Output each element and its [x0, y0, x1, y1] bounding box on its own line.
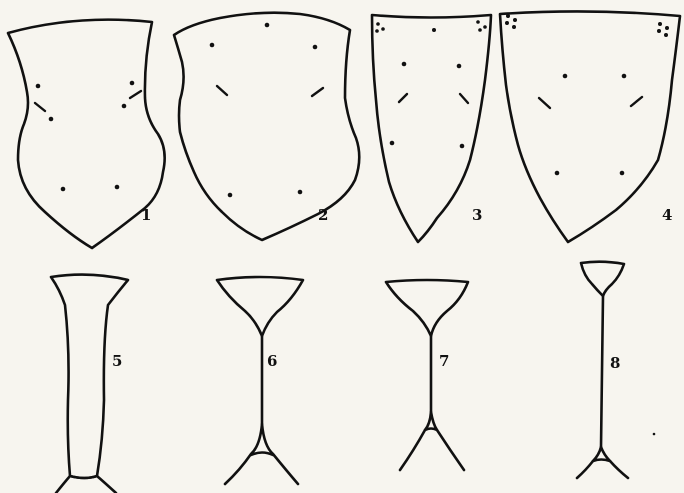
- figure-4-label: 4: [662, 206, 672, 224]
- figure-7-base: [400, 412, 464, 470]
- figure-1-label: 1: [141, 206, 151, 224]
- figure-3: 3: [372, 15, 491, 242]
- figure-6: 6: [217, 277, 303, 484]
- figure-8-base: [577, 447, 628, 478]
- figure-6-label: 6: [267, 352, 277, 370]
- figure-7-label: 7: [439, 352, 449, 370]
- figure-8-label: 8: [610, 354, 620, 372]
- figure-2-outline: [174, 13, 359, 240]
- figure-4-outline: [500, 11, 680, 242]
- figure-5-label: 5: [112, 352, 122, 370]
- figure-7: 7: [386, 280, 468, 470]
- figure-1: 1: [8, 20, 165, 248]
- figure-8-head: [581, 262, 624, 296]
- figure-5: 5: [51, 275, 128, 493]
- figure-6-head: [217, 277, 303, 336]
- figure-5-outline: [51, 275, 128, 478]
- figure-5-base: [56, 476, 116, 493]
- figure-8: 8: [577, 262, 628, 478]
- figure-7-head: [386, 280, 468, 336]
- figure-2: 2: [174, 13, 359, 240]
- figure-6-base: [225, 424, 298, 484]
- figure-4: 4: [500, 11, 680, 242]
- figure-2-label: 2: [318, 206, 328, 224]
- figure-3-label: 3: [472, 206, 482, 224]
